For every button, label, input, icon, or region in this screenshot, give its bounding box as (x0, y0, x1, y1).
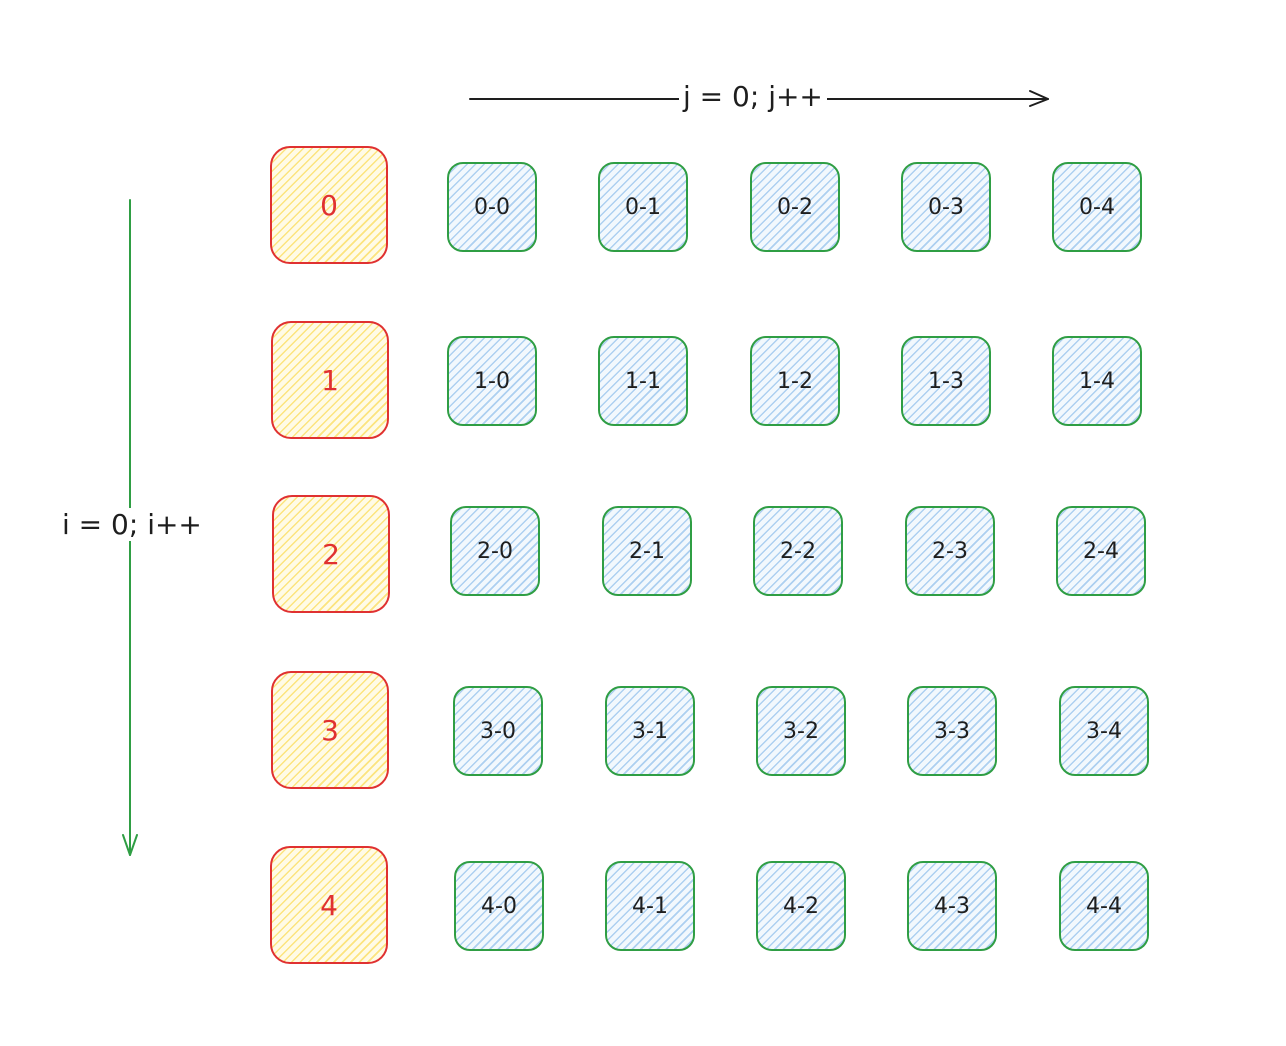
row-index-box: 2 (272, 495, 390, 613)
cell-label: 3-4 (1086, 718, 1122, 744)
cell-label: 4-2 (783, 893, 819, 919)
cell-label: 3-0 (480, 718, 516, 744)
cell-box: 1-0 (447, 336, 537, 426)
cell-label: 2-3 (932, 538, 968, 564)
cell-box: 2-0 (450, 506, 540, 596)
cell-label: 2-0 (477, 538, 513, 564)
cell-label: 1-0 (474, 368, 510, 394)
row-index-box: 3 (271, 671, 389, 789)
cell-label: 2-2 (780, 538, 816, 564)
cell-box: 0-2 (750, 162, 840, 252)
cell-box: 3-4 (1059, 686, 1149, 776)
cell-label: 3-2 (783, 718, 819, 744)
cell-box: 2-4 (1056, 506, 1146, 596)
cell-box: 0-3 (901, 162, 991, 252)
cell-label: 3-3 (934, 718, 970, 744)
cell-label: 3-1 (632, 718, 668, 744)
cell-label: 1-2 (777, 368, 813, 394)
cell-label: 0-4 (1079, 194, 1115, 220)
cell-label: 2-1 (629, 538, 665, 564)
cell-box: 1-1 (598, 336, 688, 426)
col-axis-arrowhead (1029, 90, 1049, 107)
cell-box: 3-1 (605, 686, 695, 776)
cell-label: 1-1 (625, 368, 661, 394)
cell-box: 0-0 (447, 162, 537, 252)
row-index-box: 4 (270, 846, 388, 964)
row-index-label: 2 (322, 537, 340, 571)
cell-box: 4-0 (454, 861, 544, 951)
row-index-label: 3 (321, 713, 339, 747)
cell-label: 0-1 (625, 194, 661, 220)
cell-box: 4-1 (605, 861, 695, 951)
cell-box: 3-3 (907, 686, 997, 776)
cell-label: 4-3 (934, 893, 970, 919)
cell-box: 1-2 (750, 336, 840, 426)
cell-label: 0-3 (928, 194, 964, 220)
cell-label: 0-0 (474, 194, 510, 220)
cell-label: 4-1 (632, 893, 668, 919)
row-index-box: 0 (270, 146, 388, 264)
cell-label: 1-3 (928, 368, 964, 394)
cell-box: 3-2 (756, 686, 846, 776)
cell-box: 3-0 (453, 686, 543, 776)
row-axis-arrowhead (122, 834, 138, 856)
cell-box: 4-2 (756, 861, 846, 951)
cell-label: 4-0 (481, 893, 517, 919)
cell-box: 4-4 (1059, 861, 1149, 951)
cell-box: 2-3 (905, 506, 995, 596)
cell-box: 1-3 (901, 336, 991, 426)
cell-label: 0-2 (777, 194, 813, 220)
cell-box: 2-1 (602, 506, 692, 596)
cell-box: 2-2 (753, 506, 843, 596)
row-index-label: 0 (320, 188, 338, 222)
cell-box: 0-1 (598, 162, 688, 252)
cell-box: 4-3 (907, 861, 997, 951)
cell-label: 2-4 (1083, 538, 1119, 564)
row-index-label: 4 (320, 888, 338, 922)
cell-label: 4-4 (1086, 893, 1122, 919)
cell-label: 1-4 (1079, 368, 1115, 394)
cell-box: 0-4 (1052, 162, 1142, 252)
cell-box: 1-4 (1052, 336, 1142, 426)
col-axis-label: j = 0; j++ (679, 80, 827, 113)
row-axis-label: i = 0; i++ (58, 508, 206, 541)
row-index-box: 1 (271, 321, 389, 439)
row-index-label: 1 (321, 363, 339, 397)
